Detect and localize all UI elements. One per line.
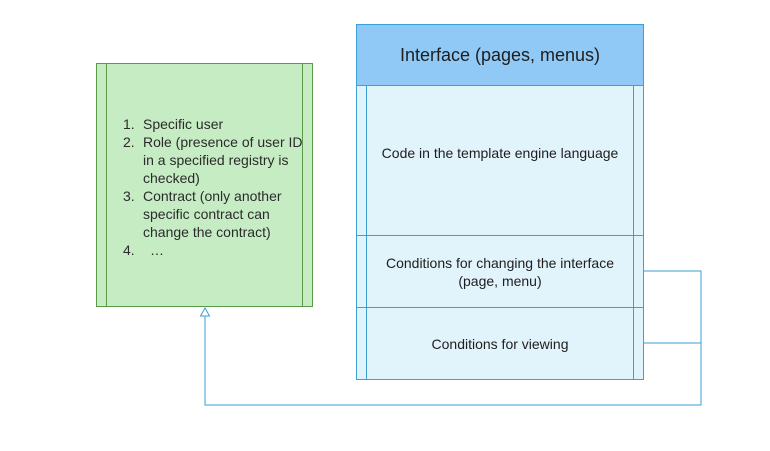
list-item: 2. Role (presence of user ID in a specif… xyxy=(123,133,303,187)
access-conditions-box: 1. Specific user 2. Role (presence of us… xyxy=(96,63,313,307)
list-text: … xyxy=(150,242,164,258)
list-number: 3. xyxy=(123,188,135,204)
change-conditions-connector xyxy=(204,270,702,406)
list-text: Contract (only another specific contract… xyxy=(143,188,282,240)
change-conditions-label: Conditions for changing the interface xyxy=(385,255,615,271)
list-number: 2. xyxy=(123,134,135,150)
box-rail-right xyxy=(633,86,634,379)
list-number: 1. xyxy=(123,116,135,132)
arrowhead-icon xyxy=(199,306,211,317)
list-number: 4. xyxy=(123,242,135,258)
interface-box: Interface (pages, menus) Code in the tem… xyxy=(356,24,644,380)
list-item: 4. … xyxy=(123,241,303,259)
list-item: 3. Contract (only another specific contr… xyxy=(123,187,303,241)
list-text: Specific user xyxy=(143,116,224,132)
box-rail-left xyxy=(106,64,107,306)
list-item: 1. Specific user xyxy=(123,115,303,133)
section-divider xyxy=(357,235,643,236)
change-conditions-sublabel: (page, menu) xyxy=(458,273,542,289)
code-section-label: Code in the template engine language xyxy=(381,145,619,161)
list-text: Role (presence of user ID in a specified… xyxy=(143,134,303,186)
interface-title: Interface (pages, menus) xyxy=(356,24,644,86)
box-rail-left xyxy=(366,86,367,379)
section-divider xyxy=(357,307,643,308)
box-rail-right xyxy=(302,64,303,306)
view-conditions-label: Conditions for viewing xyxy=(431,336,569,352)
